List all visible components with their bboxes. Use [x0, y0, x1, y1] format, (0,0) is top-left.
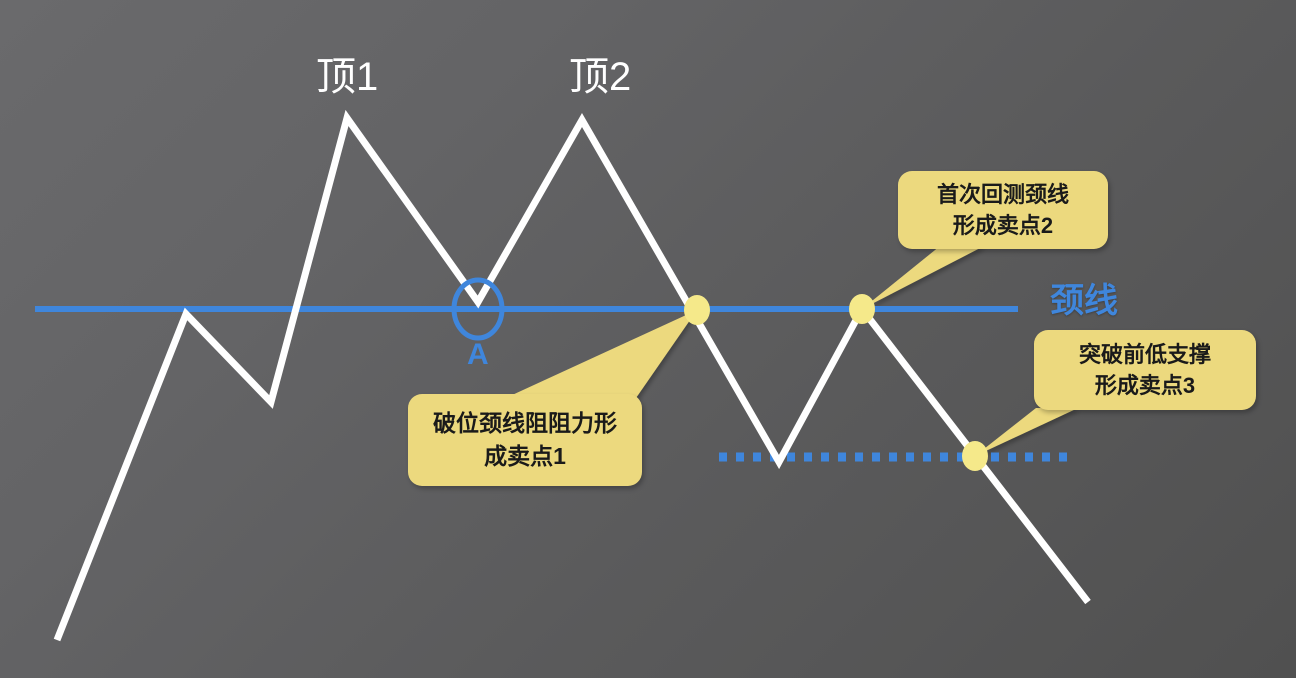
- marker-sell-point-2[interactable]: [849, 294, 875, 324]
- callout-tail-sell3: [975, 408, 1078, 456]
- marker-sell-point-3[interactable]: [962, 441, 988, 471]
- callout-tail-sell1: [510, 310, 697, 398]
- callout-sell-point-2-line-2: 形成卖点2: [952, 213, 1054, 238]
- point-a-highlight-ellipse: [451, 277, 505, 341]
- callout-sell-point-2-line-1: 首次回测颈线: [936, 181, 1069, 207]
- point-a-label: A: [467, 338, 489, 371]
- callout-tail-sell2: [862, 246, 984, 309]
- callout-sell-point-2[interactable]: 首次回测颈线 形成卖点2: [898, 171, 1108, 249]
- callout-sell-point-1-line-1: 破位颈线阻阻力形: [433, 410, 617, 437]
- callout-sell-point-1[interactable]: 破位颈线阻阻力形 成卖点1: [408, 394, 642, 486]
- callout-sell-point-3-line-1: 突破前低支撑: [1078, 341, 1211, 367]
- marker-sell-point-1[interactable]: [684, 295, 710, 325]
- peak-2-label: 顶2: [569, 55, 632, 99]
- neckline-label: 颈线: [1050, 282, 1118, 320]
- price-line: [53, 109, 1091, 642]
- callout-sell-point-3-line-2: 形成卖点3: [1094, 373, 1196, 398]
- callout-sell-point-1-line-2: 成卖点1: [484, 443, 566, 469]
- callout-sell-point-3[interactable]: 突破前低支撑 形成卖点3: [1034, 330, 1256, 410]
- peak-1-label: 顶1: [316, 55, 379, 99]
